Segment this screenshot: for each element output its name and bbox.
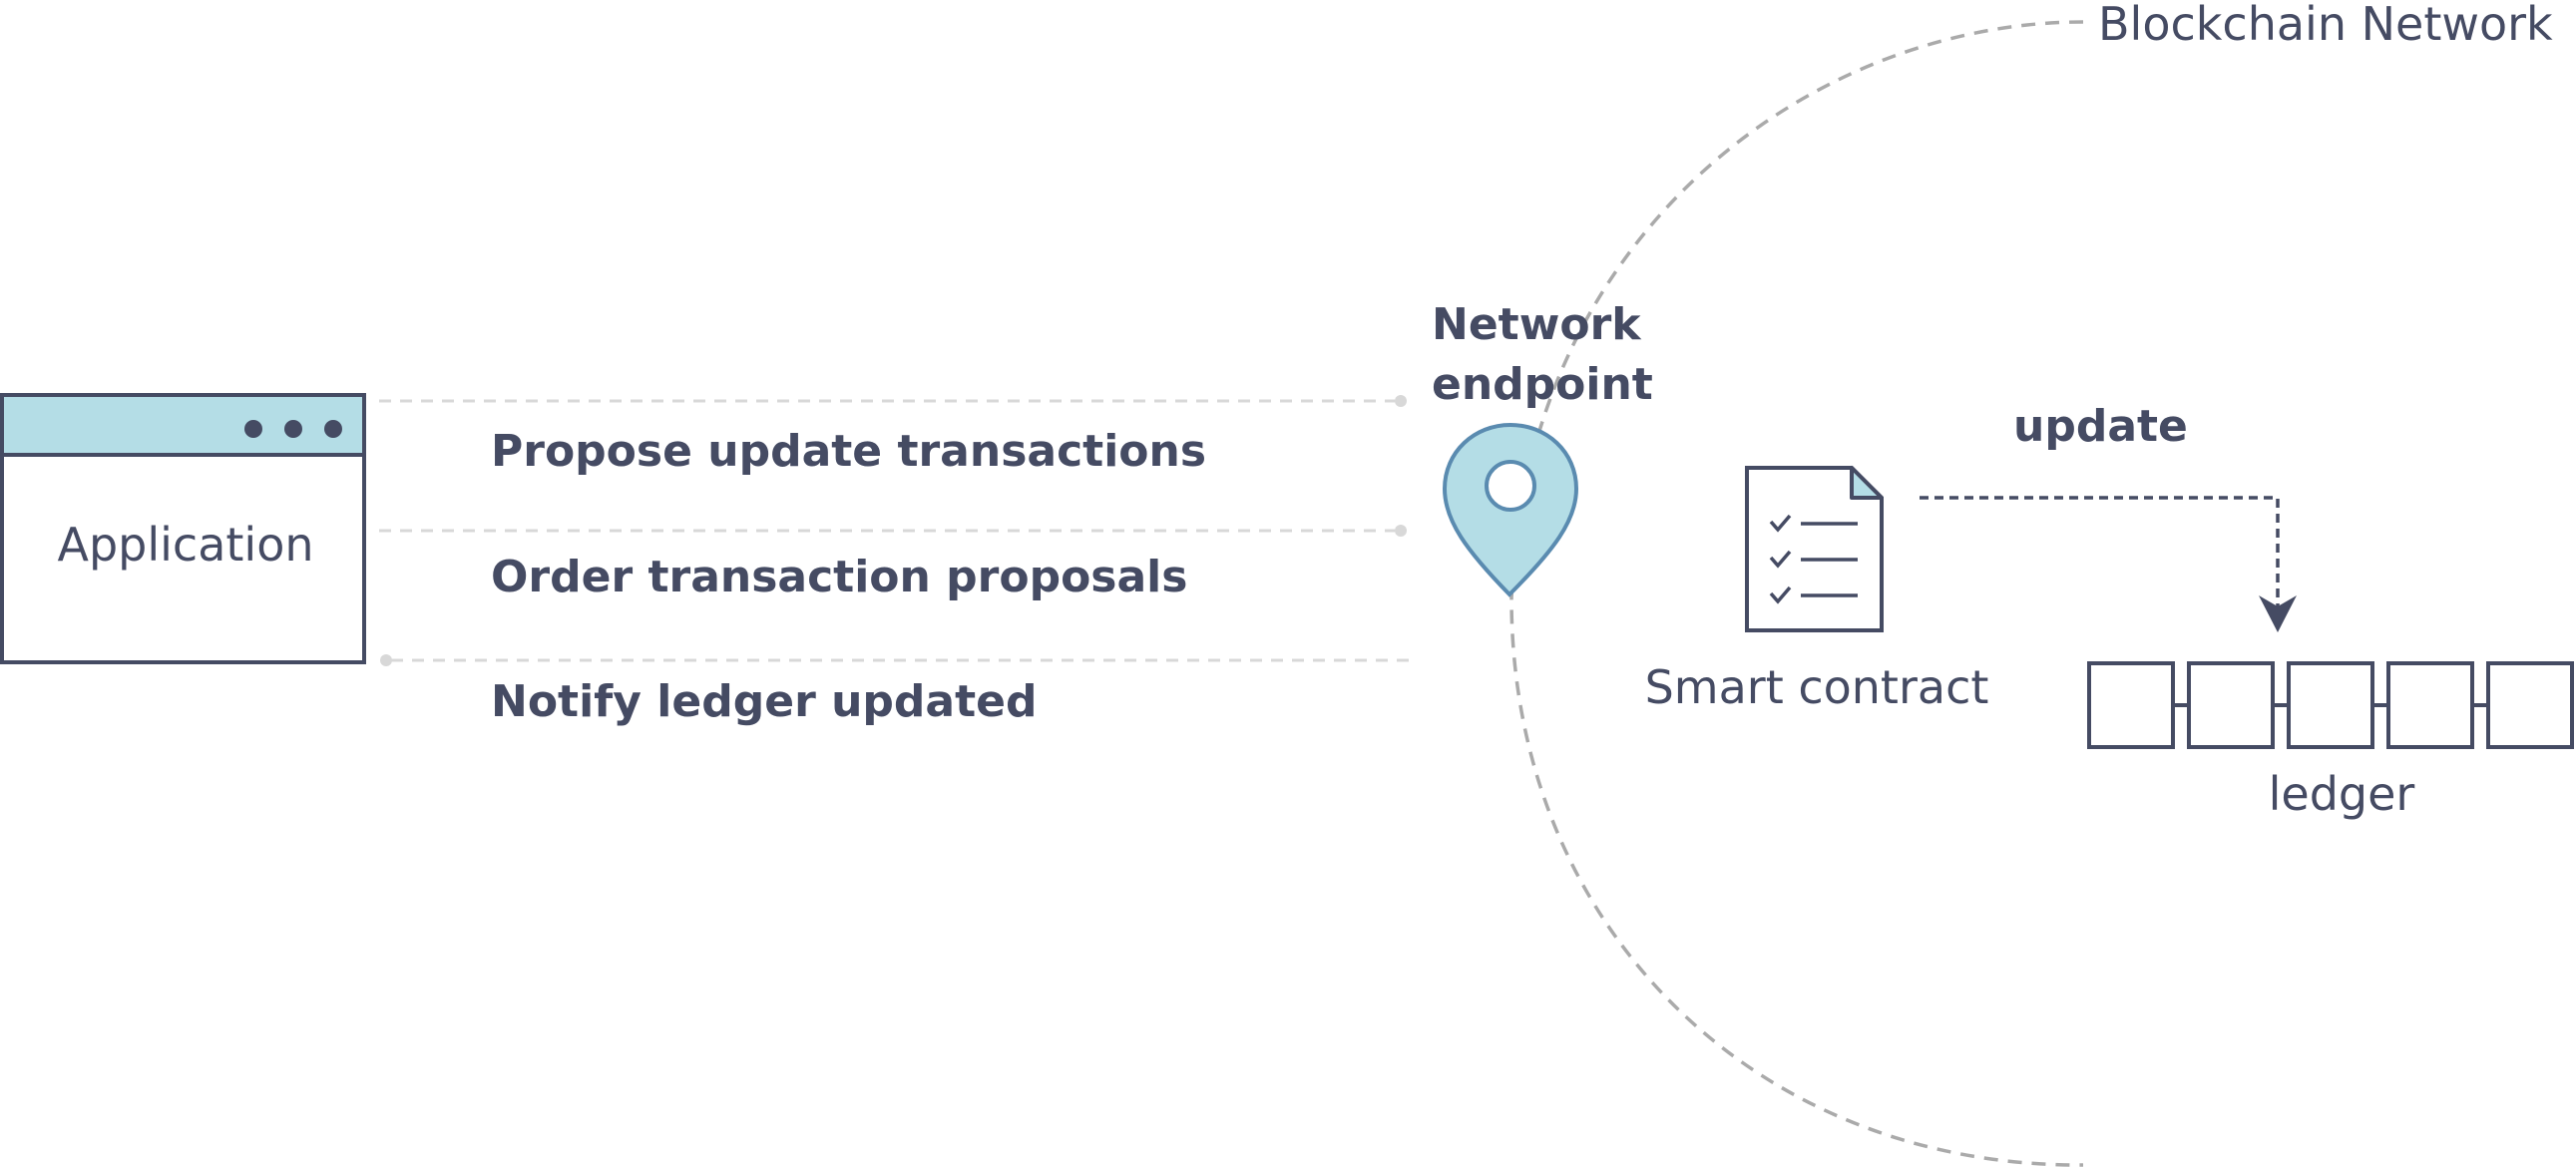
application-window: Application (0, 393, 366, 664)
ledger-block (2087, 661, 2175, 749)
connector-lines (379, 399, 1409, 662)
ledger-block (2287, 661, 2374, 749)
step-label-notify: Notify ledger updated (491, 676, 1037, 727)
window-dot-icon (324, 420, 342, 438)
endpoint-label-line2: endpoint (1432, 359, 1653, 410)
connector-endpoint-dot (1395, 525, 1407, 537)
application-body (0, 453, 366, 664)
window-dot-icon (244, 420, 262, 438)
ledger-block (2386, 661, 2474, 749)
step-label-order: Order transaction proposals (491, 552, 1187, 602)
ledger-label: ledger (2269, 767, 2415, 821)
window-dot-icon (284, 420, 302, 438)
endpoint-label-line1: Network (1432, 299, 1642, 350)
location-pin-icon (1442, 422, 1579, 597)
network-title: Blockchain Network (2098, 0, 2553, 51)
ledger-block (2486, 661, 2574, 749)
ledger-block (2187, 661, 2275, 749)
ledger-chain (2087, 661, 2574, 749)
application-label: Application (57, 518, 313, 572)
document-checklist-icon (1745, 466, 1884, 632)
update-label: update (2013, 401, 2188, 452)
application-title-bar (0, 393, 366, 457)
smart-contract-label: Smart contract (1645, 660, 1989, 714)
arrow-head-icon (2259, 595, 2297, 632)
network-boundary-arc (1509, 20, 2084, 1167)
update-arrow-line (1920, 496, 2280, 606)
connector-endpoint-dot (1395, 395, 1407, 407)
step-label-propose: Propose update transactions (491, 426, 1206, 477)
connector-endpoint-dot (380, 654, 392, 666)
